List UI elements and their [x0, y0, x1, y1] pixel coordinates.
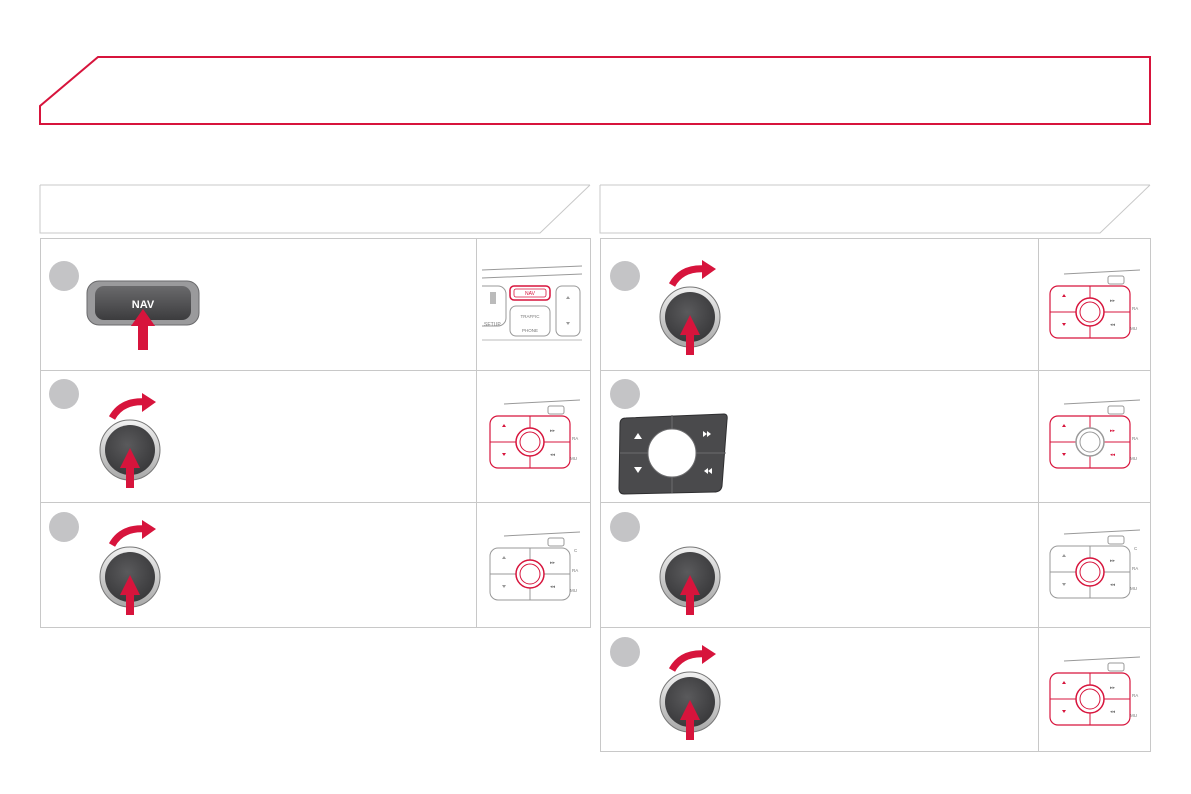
thumb-nav-label: NAV	[525, 291, 536, 297]
step-number-circle	[610, 637, 640, 667]
svg-text:◂◂: ◂◂	[1110, 452, 1116, 458]
fast-forward-icon	[703, 431, 711, 437]
svg-text:◂◂: ◂◂	[1110, 582, 1116, 588]
svg-text:◂◂: ◂◂	[550, 584, 556, 590]
press-arrow-icon	[120, 575, 140, 615]
thumbnail-knob-panel: ▸▸ ◂◂ RA MU	[489, 399, 580, 469]
thumbnail-knob-panel: ▸▸ ◂◂ C RA MU	[489, 531, 580, 601]
step-number-circle	[49, 261, 79, 291]
down-arrow-icon	[634, 467, 642, 473]
thumb-mu-label: MU	[1130, 326, 1137, 331]
svg-text:◂◂: ◂◂	[1110, 322, 1116, 328]
step-number-circle	[610, 512, 640, 542]
step-number-circle	[610, 379, 640, 409]
rotary-knob-illustration	[99, 520, 161, 615]
thumb-ra-label: RA	[1132, 436, 1138, 441]
thumb-mu-label: MU	[1130, 586, 1137, 591]
page-header-banner	[39, 56, 1151, 125]
rotary-knob-illustration	[99, 393, 161, 488]
row-divider	[600, 502, 1151, 503]
thumb-mu-label: MU	[1130, 713, 1137, 718]
directional-pad-illustration	[618, 413, 728, 495]
thumbnail-knob-panel: ▸▸ ◂◂ RA MU	[1049, 269, 1140, 339]
right-steps-panel	[600, 238, 1151, 752]
rotate-arrow-icon	[702, 645, 716, 664]
rotary-knob-illustration	[659, 546, 721, 615]
press-arrow-icon	[680, 575, 700, 615]
press-arrow-icon	[120, 448, 140, 488]
thumb-ff: ▸▸	[550, 428, 556, 434]
nav-button-illustration: NAV	[86, 280, 200, 350]
thumbnail-knob-panel: ▸▸ ◂◂ RA MU	[1049, 656, 1140, 726]
left-steps-panel	[40, 238, 591, 628]
thumb-mu-label: MU	[1130, 456, 1137, 461]
svg-text:▸▸: ▸▸	[1110, 428, 1116, 434]
thumb-ra-label: RA	[1132, 693, 1138, 698]
svg-text:▸▸: ▸▸	[1110, 298, 1116, 304]
svg-text:▸▸: ▸▸	[1110, 558, 1116, 564]
row-divider	[40, 502, 591, 503]
rotate-arrow-icon	[702, 260, 716, 279]
press-arrow-icon	[680, 700, 700, 740]
rewind-icon	[704, 468, 712, 474]
setup-label: SETUP	[484, 322, 501, 328]
step-number-circle	[610, 261, 640, 291]
thumb-c-label: C	[1134, 546, 1138, 551]
thumb-mu-label: MU	[570, 588, 577, 593]
svg-text:▸▸: ▸▸	[550, 560, 556, 566]
row-divider	[600, 627, 1151, 628]
rotary-knob-illustration	[659, 260, 721, 355]
rotate-arrow-icon	[142, 520, 156, 539]
thumbnail-knob-panel: ▸▸ ◂◂ RA MU	[1049, 399, 1140, 469]
rotate-arrow-icon	[142, 393, 156, 412]
thumb-ra-label: RA	[572, 568, 578, 573]
thumbnail-knob-panel: ▸▸ ◂◂ C RA MU	[1049, 529, 1140, 599]
thumb-ra-label: RA	[1132, 306, 1138, 311]
thumb-c-label: C	[574, 548, 578, 553]
thumbnail-nav-panel: SETUP NAV TRAFFIC PHONE	[482, 265, 582, 341]
thumb-ra-label: RA	[1132, 566, 1138, 571]
up-arrow-icon	[634, 433, 642, 439]
right-thumbnail-divider	[1038, 238, 1039, 752]
step-number-circle	[49, 512, 79, 542]
row-divider	[600, 370, 1151, 371]
step-number-circle	[49, 379, 79, 409]
nav-button-label: NAV	[132, 299, 155, 311]
press-arrow-icon	[680, 315, 700, 355]
rotary-knob-illustration	[659, 645, 721, 740]
traffic-label: TRAFFIC	[521, 314, 541, 319]
svg-text:▸▸: ▸▸	[1110, 685, 1116, 691]
thumb-rw: ◂◂	[550, 452, 556, 458]
row-divider	[40, 370, 591, 371]
phone-label: PHONE	[522, 328, 538, 333]
svg-text:◂◂: ◂◂	[1110, 709, 1116, 715]
left-section-header	[39, 184, 1151, 234]
thumb-ra-label: RA	[572, 436, 578, 441]
thumb-mu-label: MU	[570, 456, 577, 461]
press-arrow-icon	[131, 309, 155, 350]
left-thumbnail-divider	[476, 238, 477, 628]
